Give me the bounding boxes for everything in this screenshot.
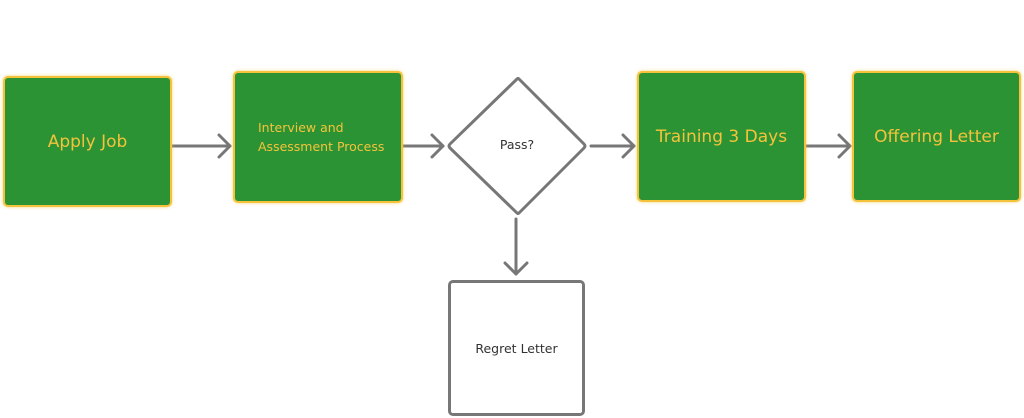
- decision-diamond: [447, 77, 587, 215]
- node-apply-job[interactable]: Apply Job: [3, 76, 172, 207]
- node-regret-letter[interactable]: Regret Letter: [448, 280, 585, 416]
- node-training[interactable]: Training 3 Days: [637, 71, 806, 202]
- edge-decision-to-regret: [503, 217, 529, 276]
- edge-decision-to-training: [589, 133, 636, 159]
- node-label-line1: Regret: [475, 340, 517, 356]
- decision-label: Pass?: [499, 137, 535, 152]
- edge-interview-to-decision: [401, 133, 445, 159]
- node-label: Apply Job: [47, 131, 128, 152]
- node-label-line2: Letter: [520, 340, 558, 356]
- edge-apply-to-interview: [170, 133, 232, 159]
- node-label: Training 3 Days: [655, 126, 788, 147]
- node-label-line2: Assessment Process: [258, 139, 385, 154]
- node-label: Offering Letter: [874, 126, 999, 147]
- node-interview-assessment[interactable]: Interview and Assessment Process: [233, 71, 403, 203]
- node-label-line1: Interview and: [258, 120, 344, 135]
- edge-training-to-offer: [804, 133, 852, 159]
- node-offering-letter[interactable]: Offering Letter: [852, 71, 1021, 202]
